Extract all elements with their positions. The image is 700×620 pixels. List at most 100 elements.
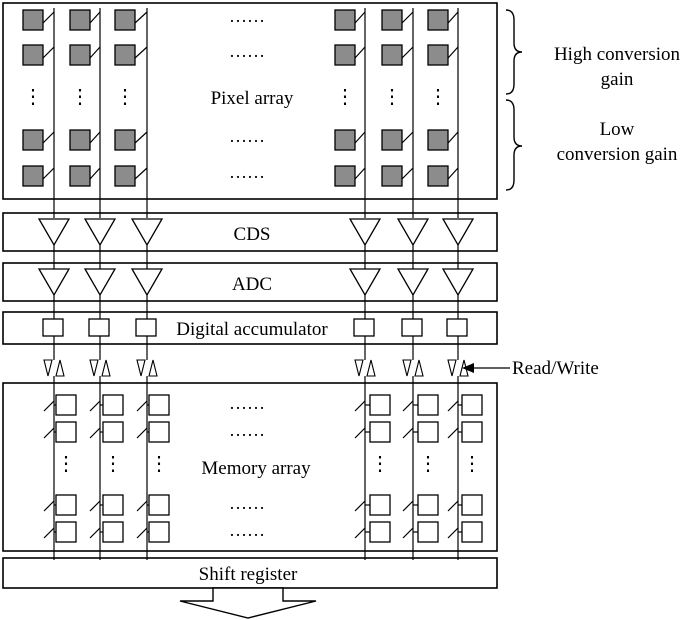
memory-switch [43, 500, 55, 512]
memory-cell [55, 494, 77, 516]
read-buffer [55, 359, 65, 377]
cds-label: CDS [234, 224, 271, 245]
memory-switch [402, 427, 414, 439]
memory-switch [354, 427, 366, 439]
pixel-cell [114, 9, 136, 31]
memory-cell [369, 521, 391, 543]
pixel-cell [427, 9, 449, 31]
memory-cell [417, 421, 439, 443]
adc-amplifier [441, 268, 475, 297]
pixel-cell [334, 165, 356, 187]
memory-cell [369, 421, 391, 443]
memory-cell [369, 494, 391, 516]
read-buffer [414, 359, 424, 377]
memory-cell [461, 521, 483, 543]
pixel-cell [381, 165, 403, 187]
write-buffer [43, 359, 53, 377]
accumulator-register [42, 318, 64, 337]
memory-column-ellipsis: ⋮ [56, 453, 76, 475]
pixel-cell [427, 129, 449, 151]
pixel-switch [89, 11, 101, 24]
read-buffer [101, 359, 111, 377]
adc-label: ADC [232, 274, 272, 295]
memory-switch [402, 500, 414, 512]
read-write-arrow-head [462, 363, 474, 373]
cds-amplifier [441, 218, 475, 247]
memory-cell [148, 521, 170, 543]
memory-cell [55, 394, 77, 416]
memory-cell [461, 394, 483, 416]
pixel-array-block [2, 2, 498, 200]
pixel-cell [69, 129, 91, 151]
pixel-switch [354, 131, 366, 144]
memory-switch [89, 500, 101, 512]
memory-switch [402, 527, 414, 539]
pixel-column-ellipsis: ⋮ [382, 86, 402, 108]
adc-amplifier [130, 268, 164, 297]
memory-cell [417, 494, 439, 516]
pixel-array-label: Pixel array [211, 88, 294, 109]
memory-column-ellipsis: ⋮ [103, 453, 123, 475]
pixel-cell [114, 129, 136, 151]
memory-switch [136, 500, 148, 512]
memory-row-ellipsis: …… [229, 520, 265, 540]
memory-switch [136, 427, 148, 439]
cds-amplifier [37, 218, 71, 247]
memory-switch [43, 527, 55, 539]
pixel-column-ellipsis: ⋮ [70, 86, 90, 108]
pixel-switch [134, 46, 148, 59]
cds-amplifier [130, 218, 164, 247]
write-buffer [89, 359, 99, 377]
pixel-switch [89, 131, 101, 144]
pixel-cell [334, 44, 356, 66]
memory-cell [102, 394, 124, 416]
memory-cell [148, 421, 170, 443]
pixel-cell [69, 165, 91, 187]
pixel-cell [381, 9, 403, 31]
memory-switch [89, 527, 101, 539]
low-gain-label-line2: conversion gain [557, 144, 678, 165]
memory-cell [102, 521, 124, 543]
pixel-row-ellipsis: …… [229, 162, 265, 182]
memory-row-ellipsis: …… [229, 493, 265, 513]
memory-switch [447, 400, 459, 412]
pixel-column-ellipsis: ⋮ [428, 86, 448, 108]
accumulator-block [2, 311, 498, 345]
pixel-cell [22, 44, 44, 66]
memory-row-ellipsis: …… [229, 420, 265, 440]
memory-array-block [2, 382, 498, 552]
pixel-cell [114, 165, 136, 187]
pixel-switch [42, 46, 55, 59]
pixel-switch [447, 167, 459, 180]
cds-amplifier [348, 218, 382, 247]
adc-block [2, 262, 498, 302]
read-write-label: Read/Write [512, 358, 599, 379]
pixel-switch [401, 11, 414, 24]
memory-switch [89, 427, 101, 439]
pixel-switch [354, 167, 366, 180]
accumulator-register [446, 318, 468, 337]
memory-cell [417, 521, 439, 543]
low-gain-brace [505, 99, 523, 191]
accumulator-register [353, 318, 375, 337]
pixel-column-ellipsis: ⋮ [335, 86, 355, 108]
high-gain-label-line1: High conversion [554, 44, 681, 65]
memory-switch [447, 527, 459, 539]
accumulator-label: Digital accumulator [176, 319, 328, 340]
memory-switch [447, 427, 459, 439]
memory-array-label: Memory array [201, 458, 311, 479]
adc-amplifier [37, 268, 71, 297]
pixel-cell [114, 44, 136, 66]
memory-switch [447, 500, 459, 512]
memory-cell [102, 421, 124, 443]
memory-column-ellipsis: ⋮ [370, 453, 390, 475]
memory-cell [102, 494, 124, 516]
pixel-cell [334, 129, 356, 151]
memory-cell [55, 421, 77, 443]
pixel-switch [447, 131, 459, 144]
cds-amplifier [396, 218, 430, 247]
pixel-cell [22, 165, 44, 187]
pixel-switch [447, 46, 459, 59]
memory-cell [369, 394, 391, 416]
